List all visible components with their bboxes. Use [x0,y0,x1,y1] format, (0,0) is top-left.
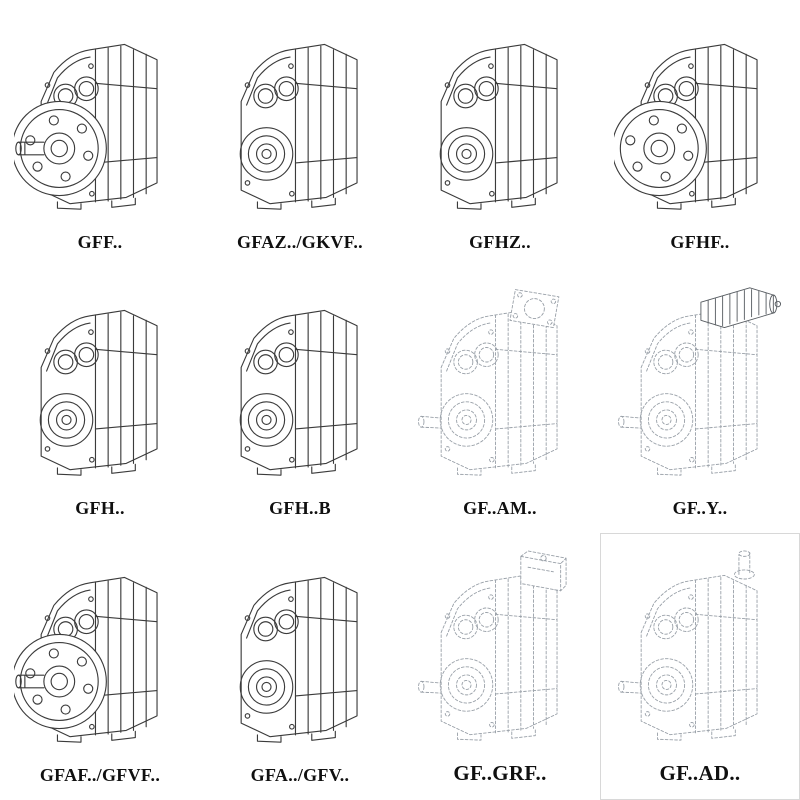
gearbox-hollow-shaft-drawing [214,547,386,749]
model-label: GFAZ../GKVF.. [237,231,363,252]
drawing-area [402,2,598,228]
catalog-item: GFHF.. [600,0,800,267]
catalog-item: GF..GRF.. [400,533,600,800]
model-label: GFA../GFV.. [250,764,350,785]
gearbox-hollow-shaft-drawing [214,14,386,216]
catalog-item: GFF.. [0,0,200,267]
gearbox-hollow-shaft-drawing [214,280,386,482]
catalog-item: GFHZ.. [400,0,600,267]
catalog-item: GF..AM.. [400,267,600,534]
gearbox-hollow-shaft-drawing [14,280,186,482]
model-label: GFF.. [77,231,123,252]
drawing-area [202,535,398,761]
drawing-area [202,269,398,495]
gearbox-input-block-adapter-drawing [414,545,586,747]
catalog-item: GFAF../GFVF.. [0,533,200,800]
model-label: GFHF.. [670,231,730,252]
model-label: GFHZ.. [469,231,531,252]
drawing-area [2,2,198,228]
gearbox-hollow-shaft-drawing [414,14,586,216]
drawing-area [602,535,798,757]
model-label: GF..Y.. [672,498,728,519]
catalog-item: GFA../GFV.. [200,533,400,800]
drawing-area [402,535,598,757]
drawing-area [2,269,198,495]
model-label: GF..AD.. [659,760,741,785]
drawing-area [602,2,798,228]
gearbox-output-flange-with-shaft-drawing [14,14,186,216]
drawing-area [402,269,598,495]
model-label: GF..GRF.. [453,760,547,785]
gearbox-input-shaft-top-drawing [614,545,786,747]
drawing-area [202,2,398,228]
drawing-area [602,269,798,495]
model-label: GFH..B [269,498,331,519]
gearbox-output-flange-drawing [614,14,786,216]
model-label: GFAF../GFVF.. [39,764,161,785]
model-label: GF..AM.. [463,498,537,519]
gearbox-output-flange-with-shaft-drawing [14,547,186,749]
model-label: GFH.. [75,498,125,519]
catalog-item: GF..AD.. [600,533,800,800]
gearbox-with-motor-drawing [614,280,786,482]
gearbox-input-flange-adapter-drawing [414,280,586,482]
drawing-area [2,535,198,761]
catalog-item: GF..Y.. [600,267,800,534]
catalog-item: GFAZ../GKVF.. [200,0,400,267]
catalog-item: GFH..B [200,267,400,534]
catalog-item: GFH.. [0,267,200,534]
